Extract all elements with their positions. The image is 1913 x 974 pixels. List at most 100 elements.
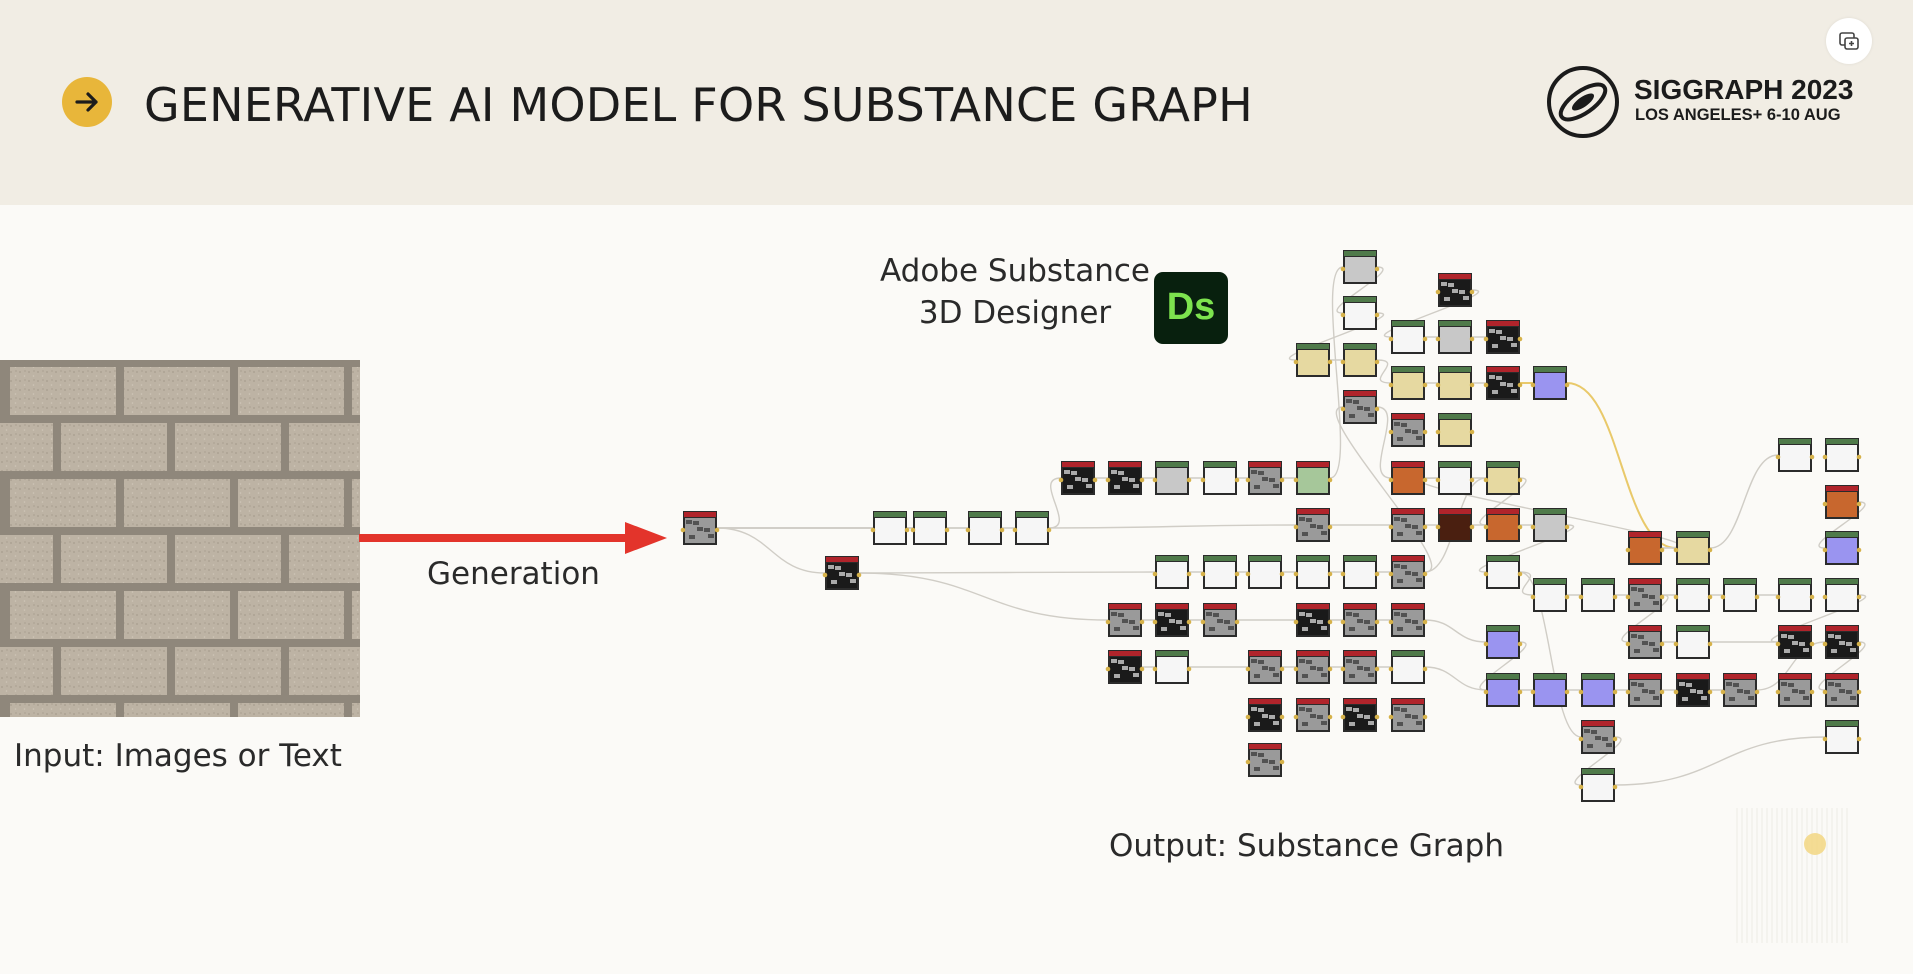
graph-node-thumbnail xyxy=(1780,445,1810,470)
graph-node-input-port xyxy=(870,527,876,533)
graph-node-header xyxy=(1582,769,1614,774)
graph-node-noise xyxy=(1357,619,1363,623)
graph-node-noise xyxy=(1310,619,1316,623)
graph-node xyxy=(1293,650,1333,684)
graph-edge xyxy=(1818,501,1866,549)
graph-node-noise xyxy=(1273,484,1279,488)
graph-node-output-port xyxy=(1327,619,1333,625)
graph-node-noise xyxy=(1649,642,1655,646)
graph-node-input-port xyxy=(1822,454,1828,460)
graph-node-header xyxy=(1392,604,1424,609)
graph-node-noise xyxy=(1686,683,1692,687)
graph-node-noise xyxy=(1649,690,1655,694)
output-caption: Output: Substance Graph xyxy=(1109,828,1504,864)
graph-node-output-port xyxy=(1856,736,1862,742)
graph-edge xyxy=(1336,266,1384,314)
graph-node-noise xyxy=(1111,470,1117,474)
graph-node-thumbnail xyxy=(915,518,945,543)
graph-node-noise xyxy=(835,566,841,570)
graph-node-noise xyxy=(1850,696,1856,700)
graph-node-noise xyxy=(1397,722,1403,726)
graph-node-noise xyxy=(1452,289,1458,293)
graph-node-noise xyxy=(1133,626,1139,630)
graph-node-input-port xyxy=(1293,714,1299,720)
graph-node-input-port xyxy=(1293,666,1299,672)
graph-node-noise xyxy=(1638,588,1644,592)
brick xyxy=(10,367,116,415)
graph-node-input-port xyxy=(1530,524,1536,530)
graph-node-noise xyxy=(1748,696,1754,700)
brick xyxy=(289,423,360,471)
graph-node xyxy=(1435,366,1475,400)
graph-node-output-port xyxy=(1046,527,1052,533)
graph-node-output-port xyxy=(1564,382,1570,388)
graph-node-thumbnail xyxy=(1017,518,1047,543)
graph-node-input-port xyxy=(1340,714,1346,720)
graph-node-noise xyxy=(1086,484,1092,488)
graph-node-noise xyxy=(1416,578,1422,582)
graph-node-noise xyxy=(1269,760,1275,764)
graph-node-noise xyxy=(1511,343,1517,347)
graph-node-output-port xyxy=(1856,594,1862,600)
brick xyxy=(175,647,281,695)
graph-node-noise xyxy=(708,534,714,538)
graph-node-noise xyxy=(1082,478,1088,482)
graph-node-output-port xyxy=(999,527,1005,533)
brick xyxy=(238,479,344,527)
graph-node-thumbnail xyxy=(1535,585,1565,610)
graph-node-header xyxy=(1156,651,1188,656)
brick xyxy=(352,367,360,415)
graph-node xyxy=(680,511,720,545)
graph-node-input-port xyxy=(1152,666,1158,672)
graph-node xyxy=(1578,768,1618,802)
graph-node-output-port xyxy=(1809,641,1815,647)
graph-node xyxy=(1245,743,1285,777)
graph-node-noise xyxy=(704,528,710,532)
graph-node xyxy=(1483,508,1523,542)
graph-node-noise xyxy=(1269,667,1275,671)
graph-node-noise xyxy=(1258,660,1264,664)
generation-label: Generation xyxy=(427,556,600,592)
graph-node-input-port xyxy=(1245,759,1251,765)
graph-edge xyxy=(716,527,826,574)
brick xyxy=(352,479,360,527)
graph-node-thumbnail xyxy=(1630,538,1660,563)
graph-node-thumbnail xyxy=(1827,445,1857,470)
graph-node-noise xyxy=(1165,613,1171,617)
graph-node-header xyxy=(1582,579,1614,584)
graph-edge xyxy=(1614,736,1826,786)
graph-node-input-port xyxy=(1388,524,1394,530)
graph-node-thumbnail xyxy=(1205,468,1235,493)
picture-in-picture-icon xyxy=(1839,32,1859,50)
graph-node-noise xyxy=(1273,721,1279,725)
graph-node-input-port xyxy=(1245,477,1251,483)
graph-node xyxy=(1340,698,1380,732)
graph-node xyxy=(822,556,862,590)
graph-node-noise xyxy=(1500,382,1506,386)
graph-node-noise xyxy=(1401,613,1407,617)
graph-node-header xyxy=(1392,699,1424,704)
graph-node-thumbnail xyxy=(875,518,905,543)
graph-node-header xyxy=(1156,556,1188,561)
graph-node-input-port xyxy=(965,527,971,533)
graph-node xyxy=(1200,461,1240,495)
graph-node-noise xyxy=(1273,673,1279,677)
brick xyxy=(0,647,53,695)
graph-node-noise xyxy=(1129,478,1135,482)
graph-edge xyxy=(1519,571,1582,738)
graph-node-noise xyxy=(1254,485,1260,489)
graph-node-output-port xyxy=(1856,547,1862,553)
graph-node-input-port xyxy=(1483,571,1489,577)
graph-node-input-port xyxy=(1388,714,1394,720)
graph-node-noise xyxy=(828,565,834,569)
graph-node-thumbnail xyxy=(1488,515,1518,540)
graph-node-header xyxy=(1724,674,1756,679)
tool-name-line-2: 3D Designer xyxy=(918,295,1112,331)
graph-node-header xyxy=(1344,344,1376,349)
graph-node-header xyxy=(1487,462,1519,467)
graph-node-noise xyxy=(1122,477,1128,481)
graph-node xyxy=(1530,366,1570,400)
graph-node-output-port xyxy=(1327,524,1333,530)
picture-in-picture-button[interactable] xyxy=(1826,18,1872,64)
graph-node xyxy=(1578,720,1618,754)
